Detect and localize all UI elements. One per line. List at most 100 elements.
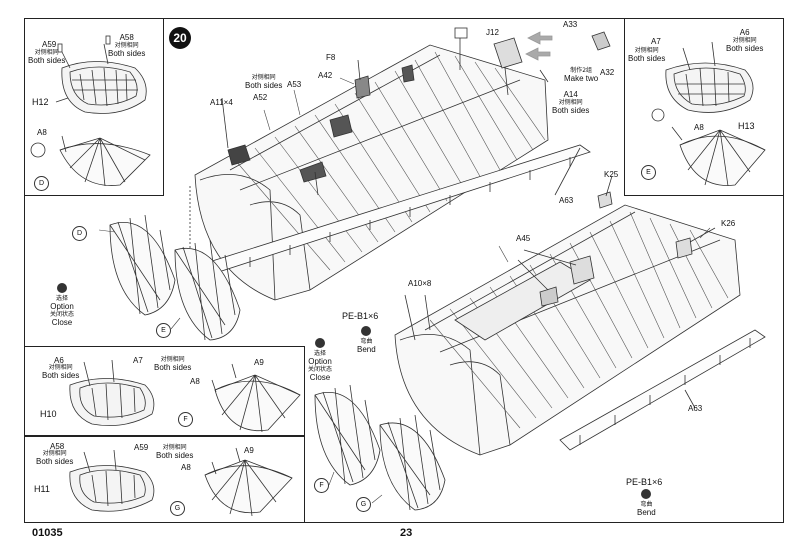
label-a53: A53 <box>287 80 302 89</box>
inset-bottom-left-frame <box>24 436 305 523</box>
label-a32: A32 <box>600 68 615 77</box>
label-bend-cn: 弯曲 <box>360 338 373 345</box>
side-cover-g <box>379 414 446 511</box>
circle-label-d: D <box>72 226 87 241</box>
label-bend: Bend <box>357 345 376 354</box>
option-close-group-mid: 选择 Option 关闭状态 Close <box>308 338 332 382</box>
upper-hull <box>194 27 611 301</box>
label-both-sides-cn: 对侧相同 <box>634 47 659 54</box>
label-j12: J12 <box>486 28 499 37</box>
label-both-sides: Both sides <box>154 363 192 372</box>
label-a52: A52 <box>253 93 268 102</box>
option-close-group-left: 选择 Option 关闭状态 Close <box>50 283 74 327</box>
option-icon <box>315 338 325 348</box>
page-frame <box>24 18 784 523</box>
label-a9: A9 <box>244 446 254 455</box>
label-option-cn: 选择 <box>56 295 69 302</box>
bend-icon <box>361 326 372 336</box>
label-a6-group: A6 对侧相同 Both sides <box>726 28 763 53</box>
circle-label-f: F <box>178 412 193 427</box>
inset-ml-hull <box>69 359 155 427</box>
label-a58: A58 <box>119 33 134 42</box>
label-a42: A42 <box>318 71 333 80</box>
label-a7: A7 <box>651 37 661 46</box>
page-number: 23 <box>400 527 413 539</box>
label-a8: A8 <box>37 128 47 137</box>
label-a63-bottom: A63 <box>688 404 703 413</box>
label-both-sides-cn: 对侧相同 <box>162 444 187 451</box>
product-code: 01035 <box>32 527 63 539</box>
label-a6: A6 <box>54 356 64 365</box>
label-both-sides-cn: 对侧相同 <box>251 74 276 81</box>
label-a8: A8 <box>694 123 704 132</box>
label-both-sides: Both sides <box>628 54 666 63</box>
label-a58: A58 <box>50 442 65 451</box>
label-h12: H12 <box>32 97 49 107</box>
label-a14-group: A14 对侧相同 Both sides <box>552 90 589 115</box>
inset-top-right-frame <box>624 18 784 196</box>
label-a7-both-group: 对侧相同 Both sides <box>154 356 191 372</box>
label-a58-group: A58 对侧相同 Both sides <box>108 33 145 58</box>
side-cover-e <box>174 239 241 341</box>
label-both-sides: Both sides <box>36 457 74 466</box>
label-a9: A9 <box>254 358 264 367</box>
label-a59: A59 <box>134 443 149 452</box>
label-both-sides: Both sides <box>42 371 80 380</box>
label-h13: H13 <box>738 121 755 131</box>
label-both-sides: Both sides <box>552 106 590 115</box>
label-a10x8: A10×8 <box>408 279 432 288</box>
label-make-two-group: 制作2组 Make two <box>564 67 598 83</box>
label-a52-both-group: 对侧相同 Both sides <box>245 74 282 90</box>
label-both-sides-cn: 对侧相同 <box>42 450 67 457</box>
step-number-badge: 20 <box>169 27 191 49</box>
inset-ml-fan <box>211 363 301 433</box>
label-both-sides-cn: 对侧相同 <box>48 364 73 371</box>
rail-a63-bottom <box>559 329 766 451</box>
inset-mid-left-frame <box>24 346 305 436</box>
label-pe-b1x6-b: PE-B1×6 <box>626 477 663 487</box>
option-icon <box>57 283 67 293</box>
label-bend-cn: 弯曲 <box>640 501 653 508</box>
label-a7: A7 <box>133 356 143 365</box>
circle-label-e: E <box>156 323 171 338</box>
label-a59: A59 <box>42 40 57 49</box>
label-both-sides: Both sides <box>245 81 283 90</box>
label-both-sides: Both sides <box>108 49 146 58</box>
label-f8: F8 <box>326 53 336 62</box>
leader-lines <box>98 77 711 504</box>
label-a63-top: A63 <box>559 196 574 205</box>
label-both-sides-cn: 对侧相同 <box>558 99 583 106</box>
inset-top-left-frame <box>24 18 164 196</box>
inset-tr-fan-e <box>651 108 766 187</box>
label-a7-both-group: 对侧相同 Both sides <box>628 47 665 63</box>
side-cover-d <box>109 214 176 316</box>
label-a8: A8 <box>181 463 191 472</box>
label-a59-both-group: 对侧相同 Both sides <box>28 49 65 65</box>
label-close-cn: 关闭状态 <box>50 311 75 318</box>
label-k26: K26 <box>721 219 736 228</box>
label-close: Close <box>51 318 73 327</box>
circle-label-d: D <box>34 176 49 191</box>
inset-bl-hull <box>69 449 155 512</box>
label-both-sides: Both sides <box>726 44 764 53</box>
label-pe-b1x6-a: PE-B1×6 <box>342 311 379 321</box>
bend-group-b: 弯曲 Bend <box>637 489 656 517</box>
label-close-cn: 关闭状态 <box>308 366 333 373</box>
label-a58-both-group: 对侧相同 Both sides <box>36 450 73 466</box>
label-h10: H10 <box>40 409 57 419</box>
label-a11x4: A11×4 <box>210 98 233 107</box>
label-a6: A6 <box>739 28 750 37</box>
label-option-cn: 选择 <box>314 350 327 357</box>
inset-tl-hull <box>55 35 147 114</box>
label-h11: H11 <box>34 484 50 494</box>
label-both-sides-cn: 对侧相同 <box>732 37 757 44</box>
label-a6-both-group: 对侧相同 Both sides <box>42 364 79 380</box>
label-a59-both-group: 对侧相同 Both sides <box>156 444 193 460</box>
inset-tl-fan-d <box>30 135 151 187</box>
label-a45: A45 <box>516 234 531 243</box>
bend-icon <box>641 489 652 499</box>
label-k25: K25 <box>604 170 619 179</box>
label-both-sides: Both sides <box>28 56 66 65</box>
